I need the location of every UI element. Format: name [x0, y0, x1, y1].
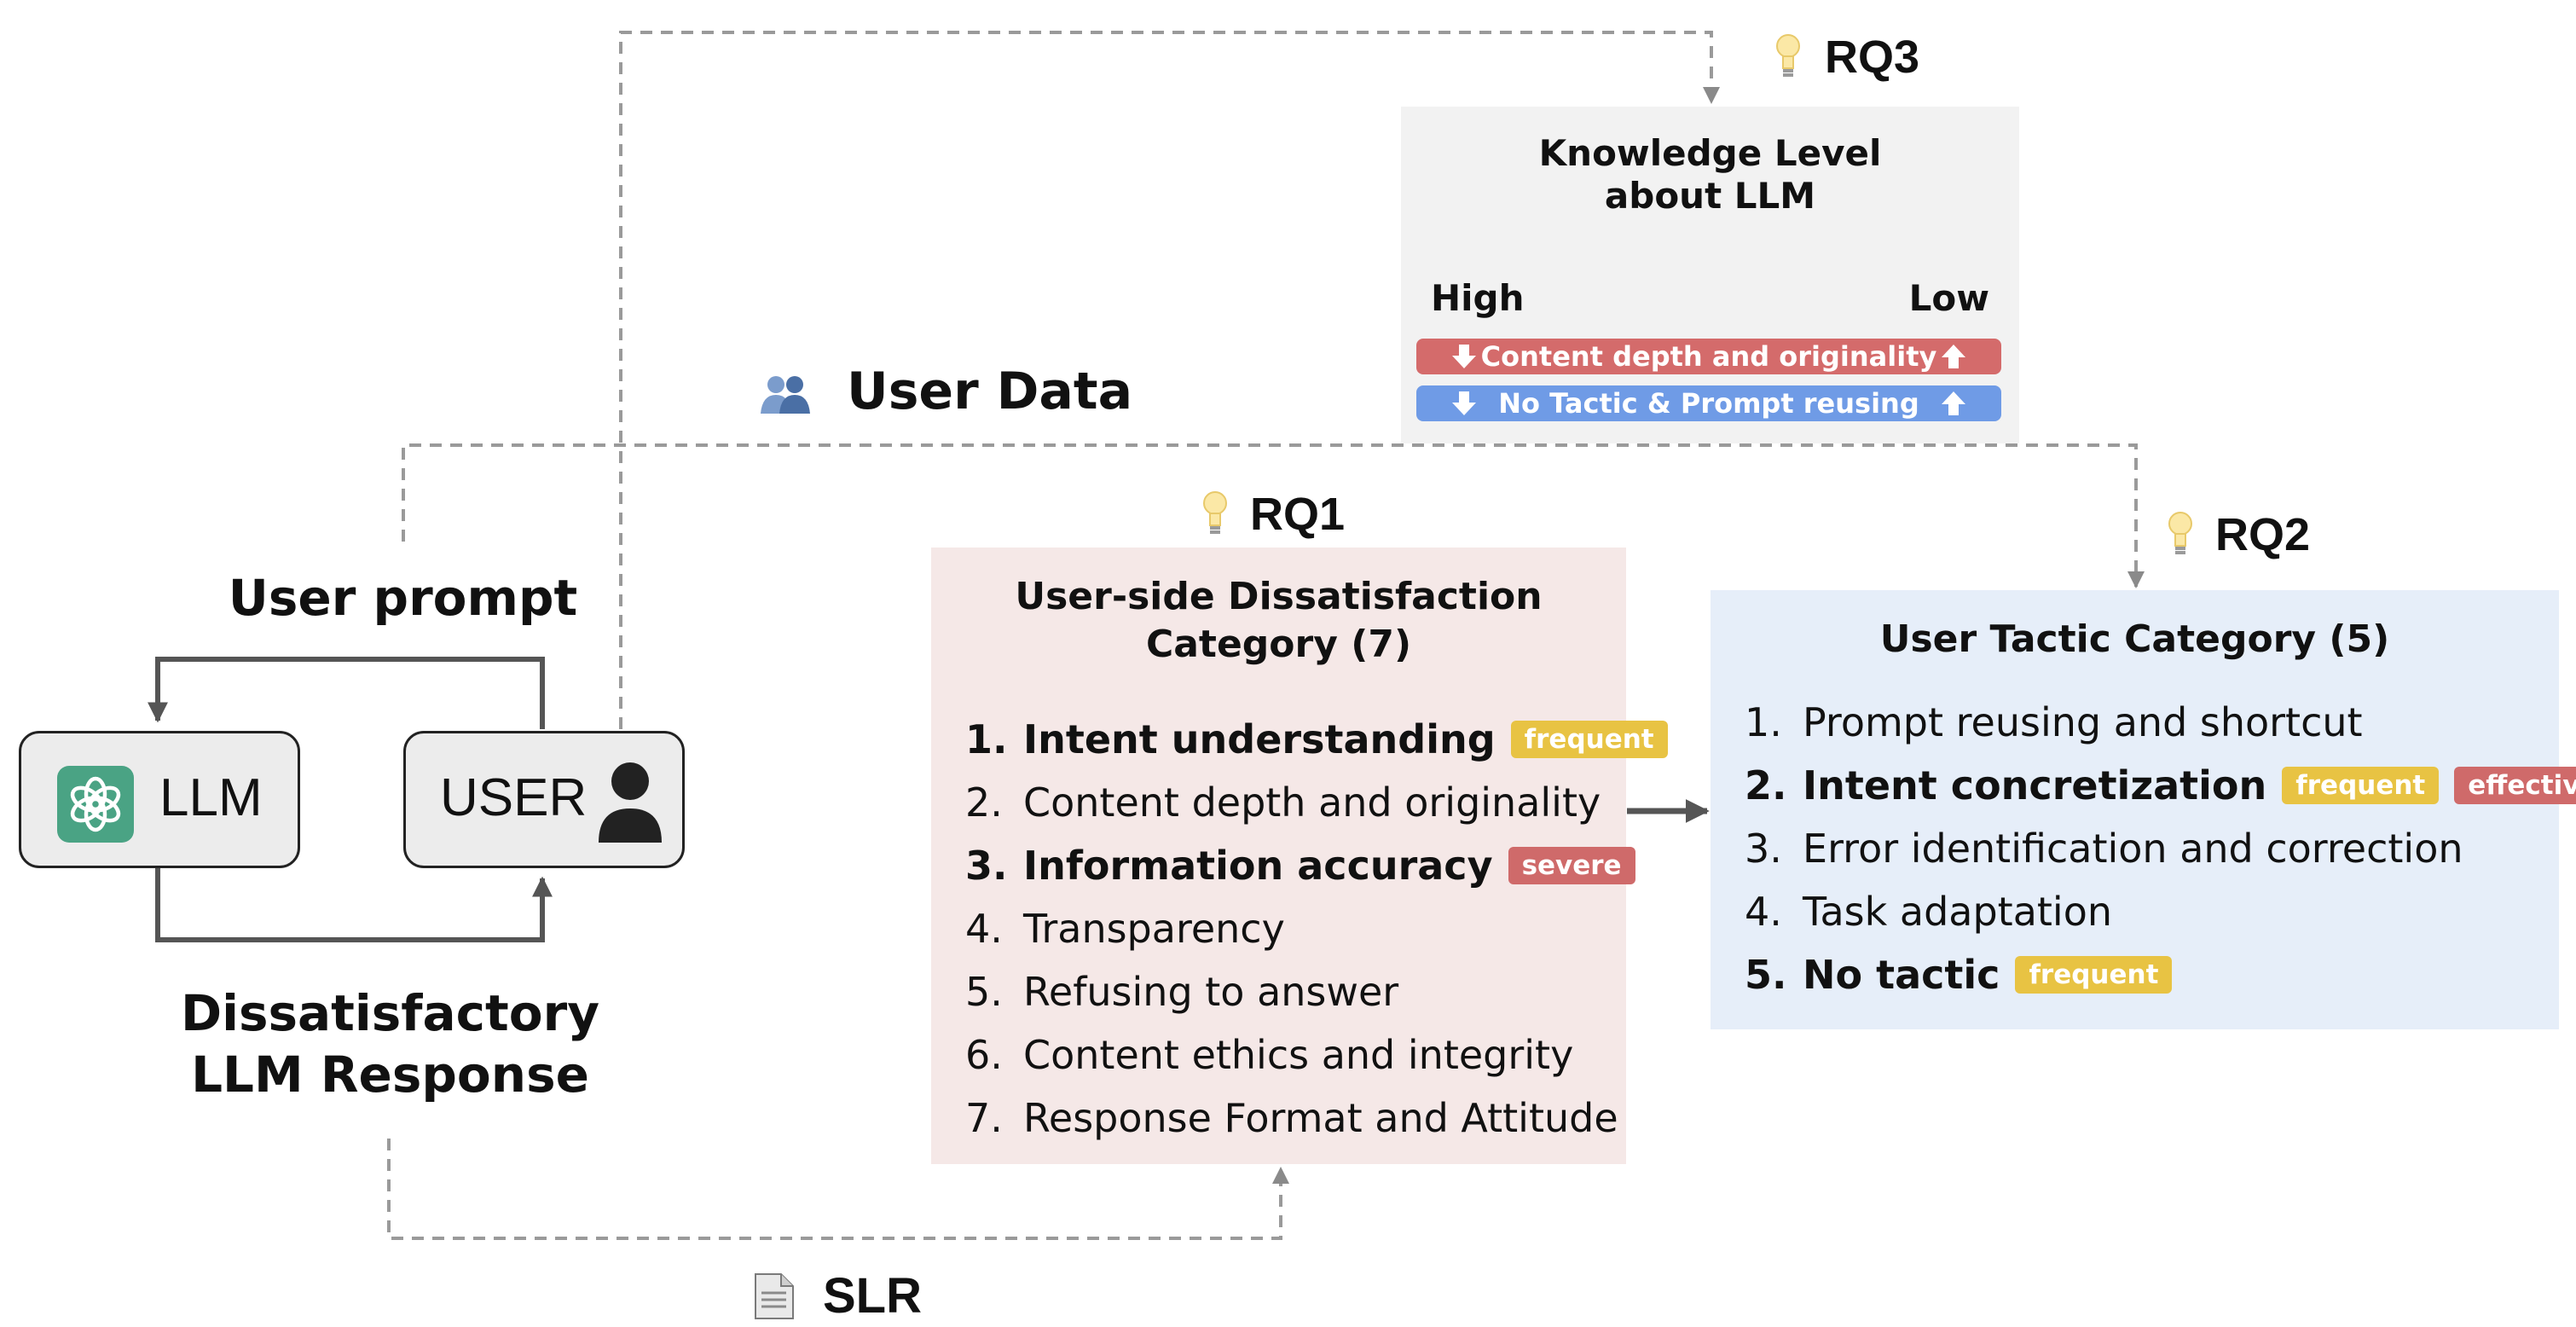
- knowledge-high-label: High: [1431, 277, 1525, 319]
- lightbulb-icon: [2168, 512, 2192, 554]
- dissatisfaction-item-number: 6.: [965, 1032, 1003, 1078]
- dissatisfaction-item-number: 5.: [965, 969, 1003, 1015]
- llm-label: LLM: [159, 768, 263, 827]
- dissatisfactory-response-line2: LLM Response: [191, 1046, 589, 1104]
- frequent-tag: frequent: [1510, 721, 1668, 758]
- users-icon: [761, 376, 810, 414]
- severe-tag: severe: [1508, 847, 1635, 884]
- dissatisfaction-title: User-side Dissatisfaction Category (7): [931, 573, 1626, 669]
- dissatisfaction-item-number: 2.: [965, 779, 1003, 826]
- slr-label: SLR: [823, 1268, 922, 1324]
- tactic-item-text: Prompt reusing and shortcut: [1803, 699, 2363, 745]
- user-label: USER: [440, 768, 588, 827]
- dissatisfactory-response-label: Dissatisfactory LLM Response: [158, 982, 622, 1105]
- knowledge-bar-content-depth: Content depth and originality: [1416, 339, 2001, 374]
- dissatisfaction-item-text: Transparency: [1023, 906, 1285, 952]
- rq2-label: RQ2: [2215, 509, 2311, 560]
- rq1-label: RQ1: [1250, 489, 1346, 540]
- knowledge-title: Knowledge Level about LLM: [1401, 132, 2019, 217]
- knowledge-bar-no-tactic: No Tactic & Prompt reusing: [1416, 385, 2001, 421]
- tactic-panel: User Tactic Category (5) 1. Prompt reusin…: [1711, 590, 2576, 1029]
- dissatisfaction-item: 6. Content ethics and integrity: [965, 1023, 1668, 1087]
- dashed-connector-rq3: [619, 31, 1720, 729]
- frequent-tag: frequent: [2015, 956, 2173, 994]
- dissatisfaction-item-text: Content depth and originality: [1023, 779, 1601, 826]
- tactic-item-number: 4.: [1745, 889, 1782, 935]
- tactic-item: 3. Error identification and correction: [1745, 817, 2576, 880]
- dissatisfaction-item-number: 7.: [965, 1095, 1003, 1141]
- dissatisfaction-title-line2: Category (7): [1145, 623, 1412, 666]
- dissatisfaction-item-text: Content ethics and integrity: [1023, 1032, 1574, 1078]
- dissatisfaction-panel: User-side Dissatisfaction Category (7) 1…: [931, 548, 1668, 1164]
- dissatisfaction-item-text: Response Format and Attitude: [1023, 1095, 1618, 1141]
- loop-arrow-llm-to-user: [155, 866, 553, 942]
- lightbulb-icon: [1203, 491, 1227, 534]
- tactic-title: User Tactic Category (5): [1879, 617, 2390, 661]
- knowledge-low-label: Low: [1908, 277, 1989, 319]
- tactic-item-number: 5.: [1745, 952, 1787, 998]
- tactic-list: 1. Prompt reusing and shortcut 2. Intent co…: [1745, 691, 2576, 1006]
- openai-logo-icon: [57, 766, 134, 843]
- frequent-tag: frequent: [2282, 767, 2440, 804]
- tactic-item: 4. Task adaptation: [1745, 880, 2576, 943]
- rq3-label: RQ3: [1825, 32, 1920, 83]
- dissatisfaction-list: 1. Intent understanding frequent 2. Content …: [965, 708, 1668, 1150]
- llm-node: LLM: [19, 731, 300, 868]
- tactic-item: 5. No tactic frequent: [1745, 943, 2576, 1006]
- knowledge-title-line2: about LLM: [1604, 175, 1816, 217]
- dissatisfaction-title-line1: User-side Dissatisfaction: [1015, 575, 1543, 618]
- document-icon: [755, 1273, 794, 1319]
- loop-arrow-user-to-llm: [148, 657, 545, 729]
- arrow-up-icon: [1942, 391, 1965, 415]
- dissatisfaction-item: 2. Content depth and originality: [965, 771, 1668, 834]
- dissatisfaction-item-number: 4.: [965, 906, 1003, 952]
- arrow-up-icon: [1942, 345, 1965, 368]
- person-icon: [599, 762, 662, 843]
- dissatisfaction-item: 4. Transparency: [965, 897, 1668, 960]
- dissatisfaction-item-text: Refusing to answer: [1023, 969, 1399, 1015]
- knowledge-bar-label: No Tactic & Prompt reusing: [1498, 387, 1919, 420]
- knowledge-bar-label: Content depth and originality: [1480, 340, 1937, 373]
- dissatisfaction-item: 3. Information accuracy severe: [965, 834, 1668, 897]
- tactic-item-text: Intent concretization: [1803, 762, 2267, 808]
- effective-tag: effective: [2454, 767, 2576, 804]
- dissatisfaction-item-text: Information accuracy: [1023, 843, 1493, 889]
- user-prompt-label: User prompt: [228, 569, 578, 627]
- tactic-item: 2. Intent concretization frequent effective: [1745, 754, 2576, 817]
- tactic-item-number: 2.: [1745, 762, 1787, 808]
- tactic-item-number: 3.: [1745, 826, 1782, 872]
- arrow-down-icon: [1452, 391, 1476, 415]
- dissatisfactory-response-line1: Dissatisfactory: [180, 984, 600, 1042]
- dissatisfaction-item: 5. Refusing to answer: [965, 960, 1668, 1023]
- dashed-connector-user-data: [402, 443, 2145, 588]
- dissatisfaction-item-text: Intent understanding: [1023, 716, 1496, 762]
- tactic-item-number: 1.: [1745, 699, 1782, 745]
- dissatisfaction-item: 1. Intent understanding frequent: [965, 708, 1668, 771]
- arrow-down-icon: [1452, 345, 1476, 368]
- knowledge-title-line1: Knowledge Level: [1538, 132, 1882, 174]
- user-data-label: User Data: [847, 362, 1133, 421]
- dashed-connector-slr: [387, 1139, 1289, 1240]
- tactic-item-text: Task adaptation: [1803, 889, 2113, 935]
- tactic-item-text: Error identification and correction: [1803, 826, 2463, 872]
- lightbulb-icon: [1776, 34, 1800, 77]
- dissatisfaction-item-number: 1.: [965, 716, 1008, 762]
- knowledge-level-panel: Knowledge Level about LLM High Low Conte…: [1401, 107, 2019, 443]
- dissatisfaction-item-number: 3.: [965, 843, 1008, 889]
- tactic-item: 1. Prompt reusing and shortcut: [1745, 691, 2576, 754]
- user-node: USER: [403, 731, 685, 868]
- dissatisfaction-item: 7. Response Format and Attitude: [965, 1087, 1668, 1150]
- tactic-item-text: No tactic: [1803, 952, 2000, 998]
